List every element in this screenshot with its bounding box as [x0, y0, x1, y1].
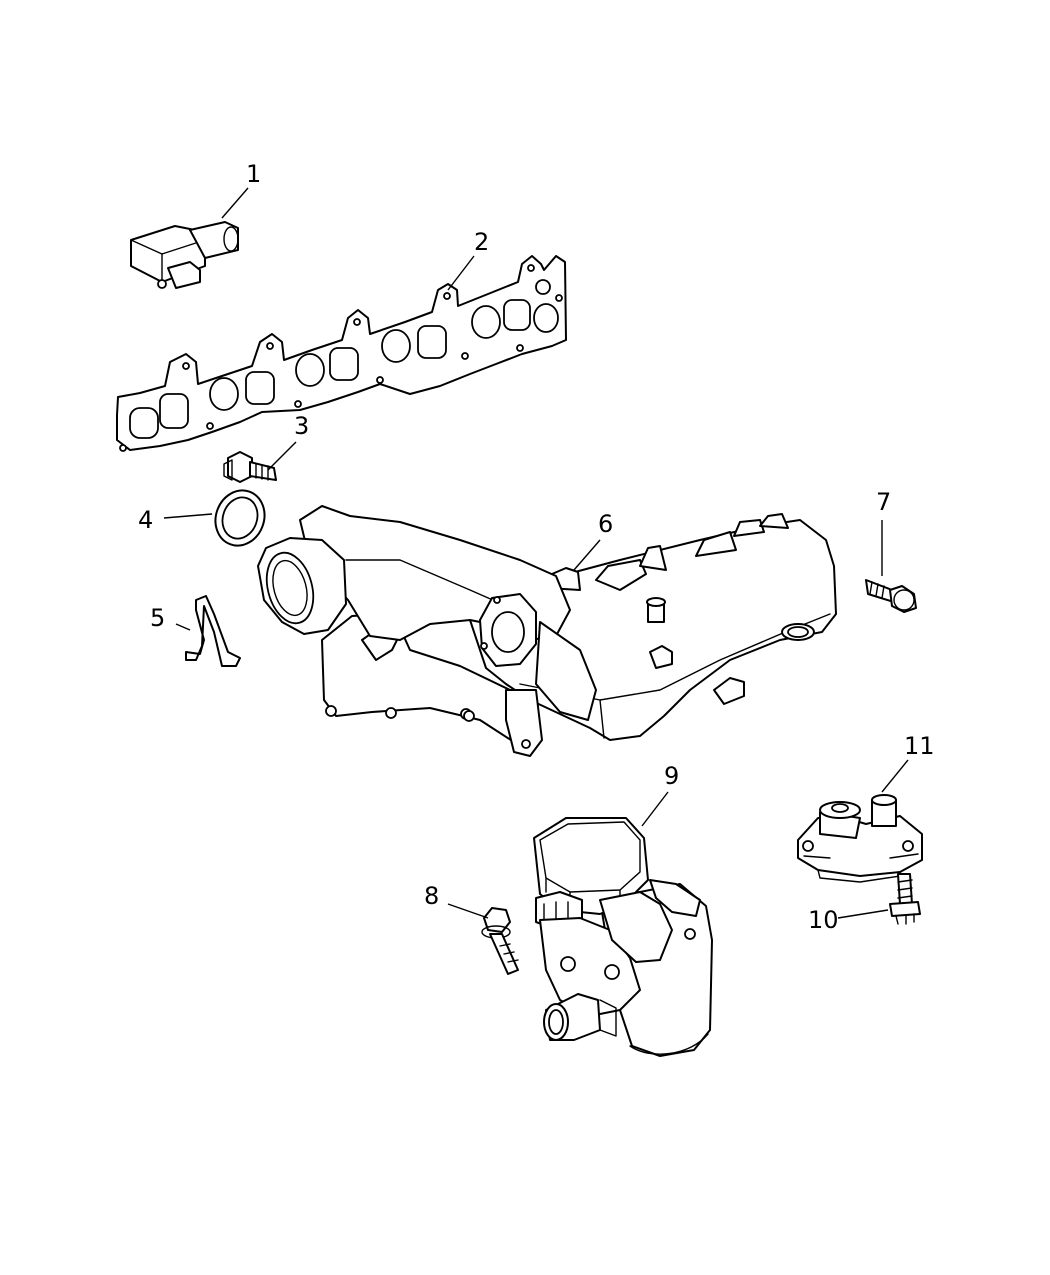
- part-10-bolt[interactable]: [889, 873, 921, 925]
- svg-text:11: 11: [904, 732, 935, 760]
- svg-text:10: 10: [808, 906, 839, 934]
- part-9-egr-valve[interactable]: [533, 817, 713, 1057]
- svg-text:7: 7: [876, 488, 891, 516]
- callout-4: 4: [138, 506, 213, 534]
- part-3-bolt[interactable]: [223, 451, 277, 483]
- part-4-seal-ring[interactable]: [208, 483, 272, 552]
- svg-text:9: 9: [664, 762, 679, 790]
- callout-5: 5: [150, 604, 191, 632]
- svg-text:5: 5: [150, 604, 165, 632]
- svg-text:8: 8: [424, 882, 439, 910]
- callout-10: 10: [808, 906, 889, 934]
- callout-8: 8: [424, 882, 489, 919]
- svg-text:3: 3: [294, 412, 309, 440]
- callout-2: 2: [447, 228, 489, 291]
- part-2-manifold-gasket[interactable]: [116, 255, 567, 452]
- part-6-intake-manifold[interactable]: [257, 505, 837, 757]
- callout-11: 11: [881, 732, 935, 793]
- callout-6: 6: [573, 510, 613, 571]
- part-11-valve-housing[interactable]: [797, 794, 923, 883]
- callout-9: 9: [641, 762, 679, 827]
- svg-text:6: 6: [598, 510, 613, 538]
- svg-text:2: 2: [474, 228, 489, 256]
- part-1-pressure-sensor[interactable]: [130, 221, 239, 289]
- part-7-flange-bolt[interactable]: [865, 579, 917, 613]
- part-8-bolt[interactable]: [481, 907, 519, 975]
- part-5-retaining-clip[interactable]: [185, 595, 241, 667]
- svg-text:4: 4: [138, 506, 153, 534]
- callout-3: 3: [267, 412, 309, 471]
- callout-7: 7: [876, 488, 891, 576]
- callout-1: 1: [221, 160, 261, 219]
- svg-text:1: 1: [246, 160, 261, 188]
